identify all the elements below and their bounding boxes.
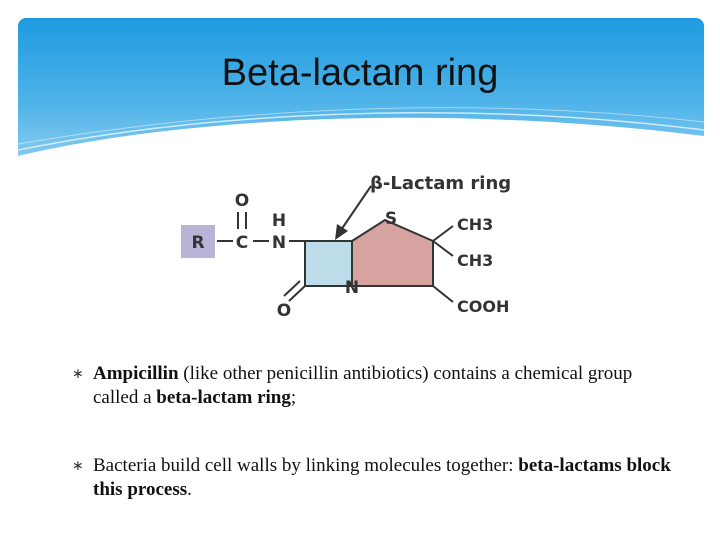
ring-nitrogen-label: N <box>345 278 359 298</box>
amide-nitrogen-label: N <box>272 233 286 253</box>
bullet-item: ∗ Bacteria build cell walls by linking mo… <box>72 454 672 502</box>
bullet-item: ∗ Ampicillin (like other penicillin antib… <box>72 362 672 410</box>
beta-lactam-diagram: R O C H N S N O CH3 <box>165 160 555 335</box>
header-band <box>18 18 704 168</box>
r-group-label: R <box>191 233 204 253</box>
bullet-marker-icon: ∗ <box>72 366 84 382</box>
bullet-list: ∗ Ampicillin (like other penicillin antib… <box>72 362 672 502</box>
bullet-bold-text: beta-lactams block this process <box>93 455 671 500</box>
hydrogen-label: H <box>272 211 286 231</box>
thiazolidine-ring <box>351 218 434 287</box>
bullet-bold-text: beta-lactam ring <box>156 387 291 408</box>
bullet-text: ; <box>290 387 297 408</box>
carbonyl-oxygen-label: O <box>235 191 249 211</box>
bond-carboxyl <box>432 285 454 303</box>
bullet-marker-icon: ∗ <box>72 458 84 474</box>
slide-title: Beta-lactam ring <box>221 52 499 94</box>
caption-arrow-head <box>335 224 348 240</box>
bullet-bold-text: Ampicillin <box>93 363 179 384</box>
carbon-label: C <box>236 233 248 253</box>
header-wave-decoration <box>18 107 704 168</box>
methyl-label-1: CH3 <box>457 215 493 234</box>
ring-oxygen-label: O <box>277 301 291 321</box>
r-group-box <box>181 225 215 258</box>
bullet-text: Bacteria build cell walls by linking mol… <box>93 455 519 476</box>
bullet-text: (like other penicillin antibiotics) cont… <box>93 363 633 408</box>
methyl-label-2: CH3 <box>457 251 493 270</box>
ring-carbonyl-bond-a <box>288 285 306 302</box>
bond-methyl-1 <box>432 225 454 242</box>
carboxyl-label: COOH <box>457 297 509 316</box>
diagram-caption: β-Lactam ring <box>370 173 511 194</box>
ring-carbonyl-bond-b <box>283 280 301 297</box>
bullet-text: . <box>187 479 192 500</box>
caption-arrow-shaft <box>340 185 372 231</box>
bond-methyl-2 <box>432 240 454 257</box>
sulfur-label: S <box>385 209 397 229</box>
